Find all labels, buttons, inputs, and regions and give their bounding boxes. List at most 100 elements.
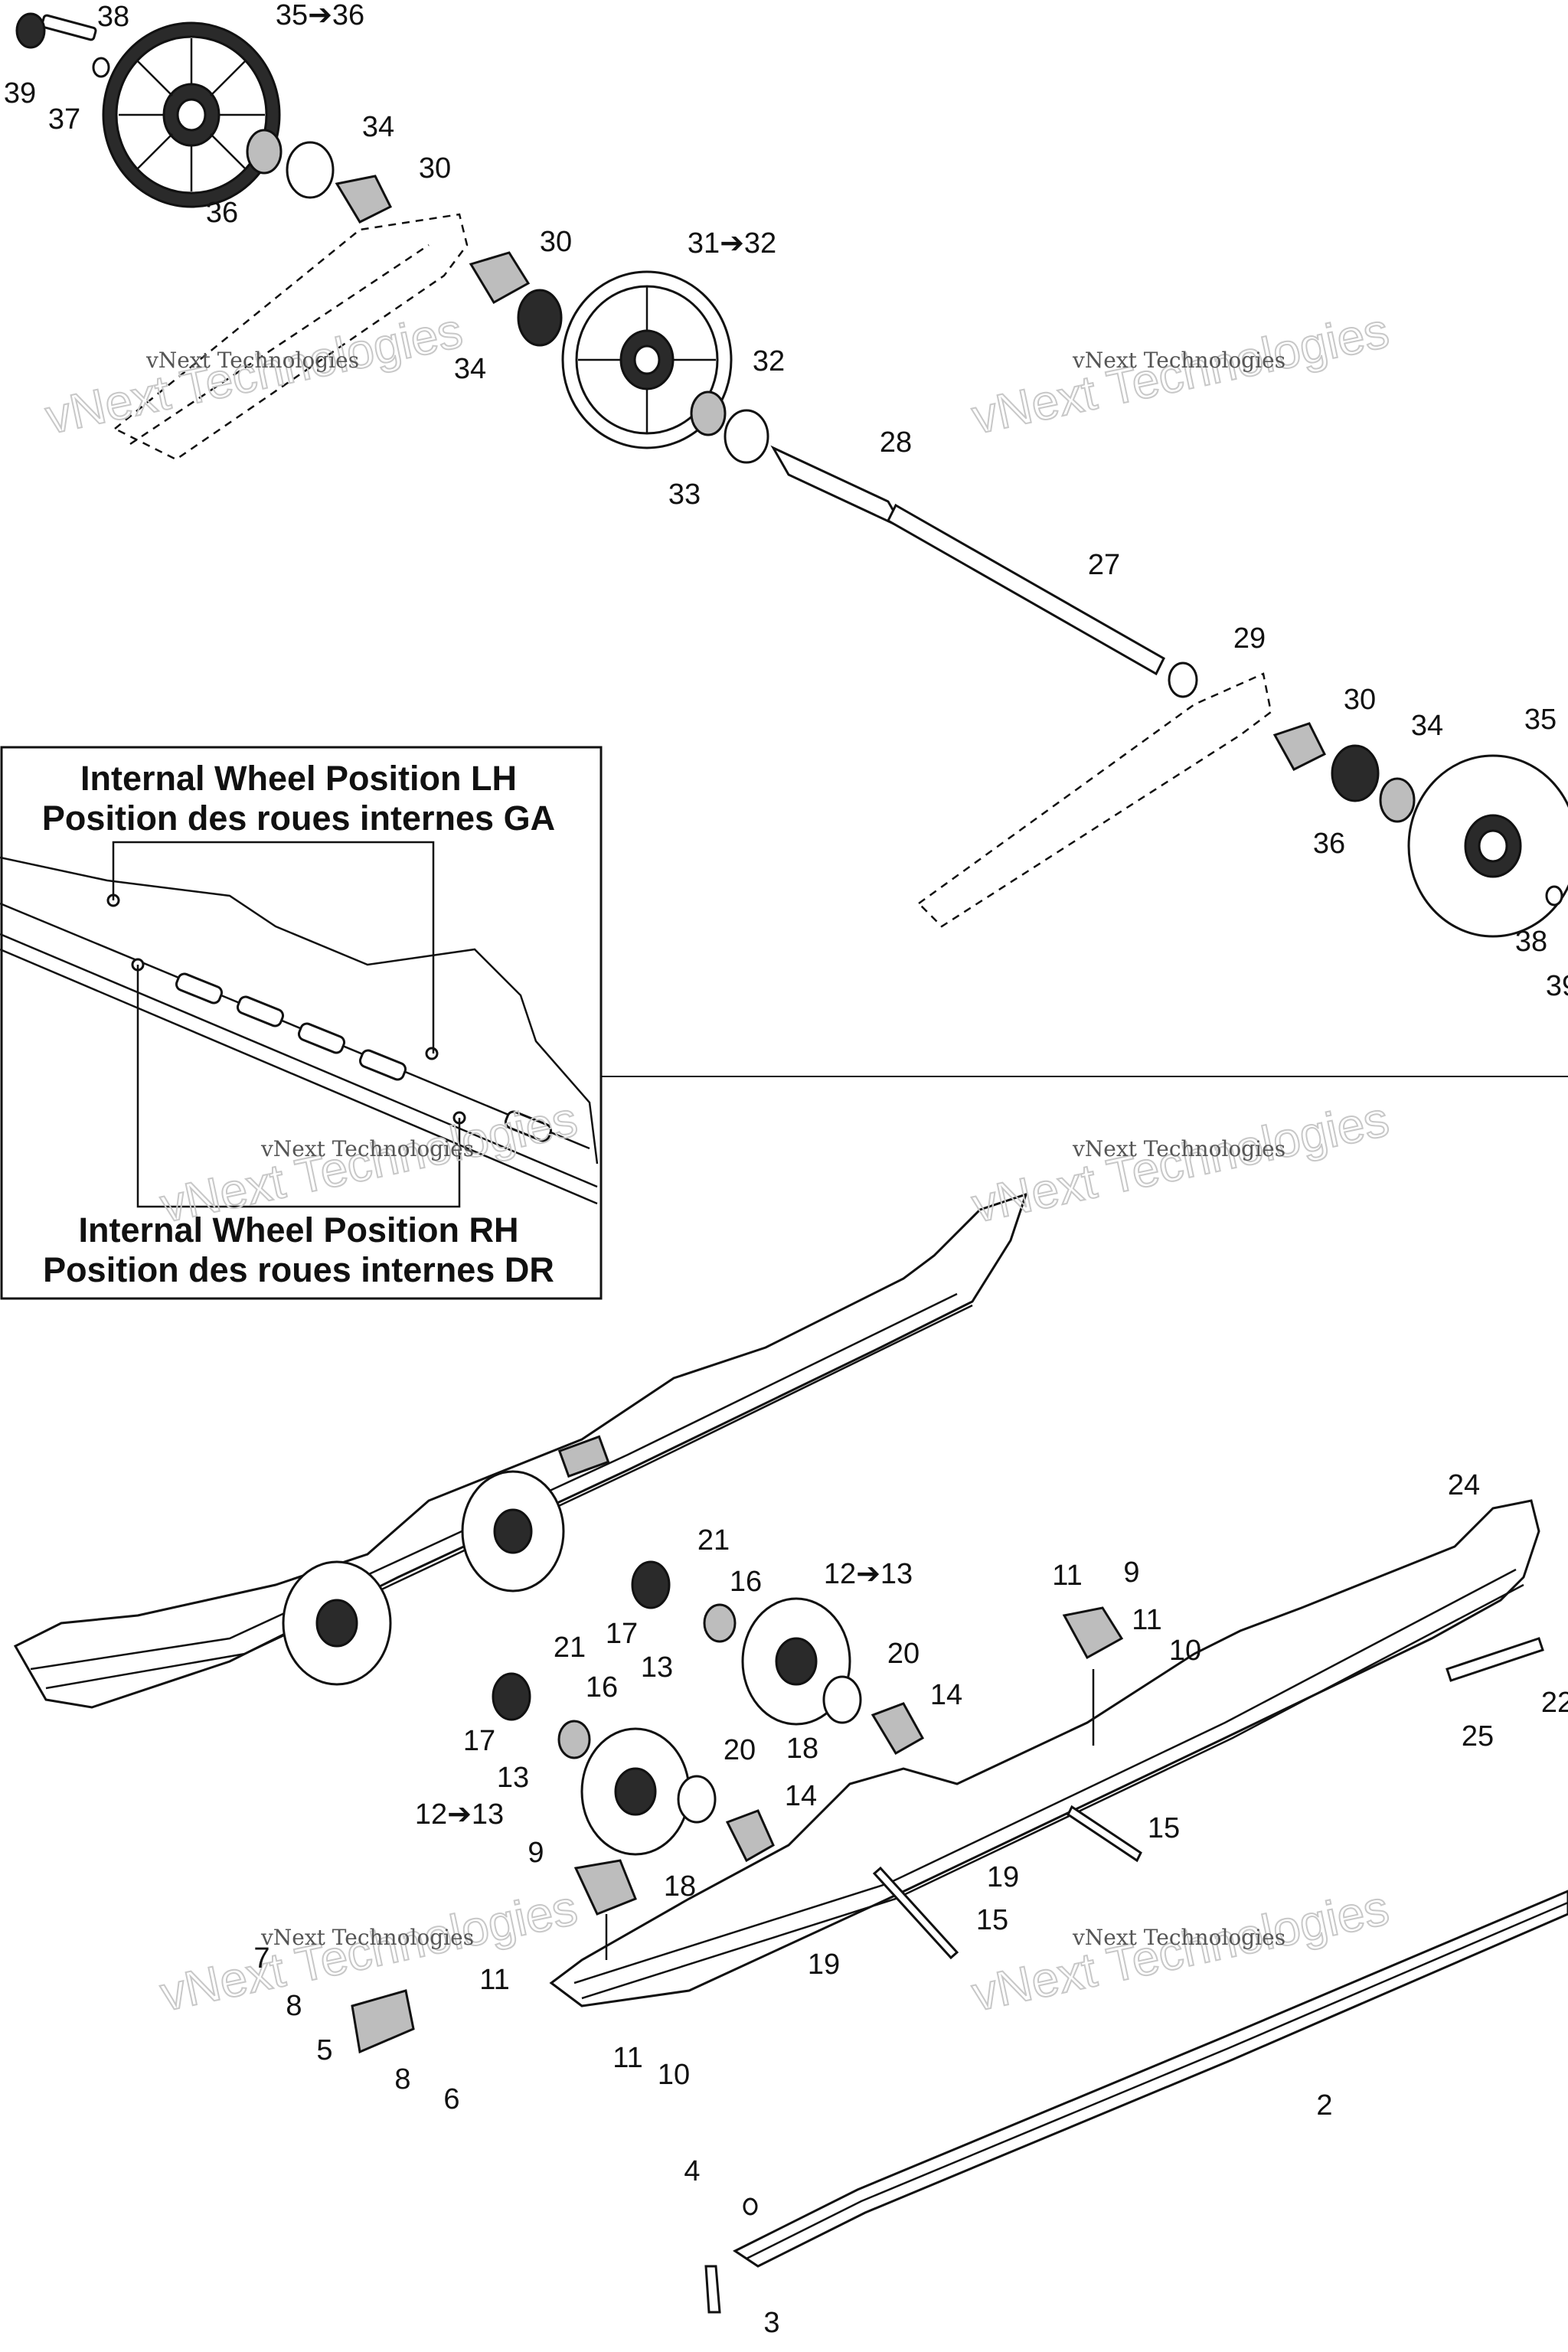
callout-c32: 32 xyxy=(753,345,785,377)
screw-3 xyxy=(704,2265,721,2314)
inset-title-rh-en: Internal Wheel Position RH xyxy=(78,1210,518,1250)
watermark-small-text: vNext Technologies xyxy=(260,1136,474,1161)
callout-c30b: 30 xyxy=(540,226,572,258)
callout-c36a: 36 xyxy=(206,197,238,229)
callout-c13b: 13 xyxy=(497,1762,529,1794)
callout-c33: 33 xyxy=(668,479,701,511)
callout-c21a: 21 xyxy=(697,1524,730,1557)
right-rear-rail xyxy=(917,672,1272,928)
spacer-34-right xyxy=(1331,744,1380,802)
spacer-34-top xyxy=(286,141,335,199)
callout-c18a: 18 xyxy=(786,1733,818,1765)
bearing-13-lower xyxy=(557,1720,591,1759)
inset-title-lh-fr: Position des roues internes GA xyxy=(42,799,555,838)
callout-c30a: 30 xyxy=(419,152,451,185)
left-rail-wheel-1 xyxy=(282,1560,392,1686)
bolt-15-upper xyxy=(1067,1805,1142,1863)
bearing-13-upper xyxy=(703,1603,737,1643)
callout-c5: 5 xyxy=(316,2034,332,2066)
callout-c14a: 14 xyxy=(930,1679,962,1711)
seal-21-upper xyxy=(631,1560,671,1609)
callout-c38a: 38 xyxy=(97,1,129,33)
bolt-15-lower xyxy=(872,1866,959,1960)
spacer-33 xyxy=(724,409,769,464)
lower-assembly xyxy=(13,1192,1568,2314)
callout-c8b: 8 xyxy=(394,2063,410,2096)
watermark-small-text: vNext Technologies xyxy=(260,1925,474,1950)
left-rail-slider-block xyxy=(557,1435,610,1478)
callout-c17b: 17 xyxy=(463,1725,495,1757)
callout-c34c: 34 xyxy=(1411,710,1443,742)
callout-c36b: 36 xyxy=(1313,828,1345,860)
idler-wheel-top-right xyxy=(1407,754,1568,938)
left-rail-wheel-2 xyxy=(461,1470,565,1592)
internal-wheel-position-inset: Internal Wheel Position LH Position des … xyxy=(0,746,603,1300)
callout-c24: 24 xyxy=(1448,1469,1480,1501)
callout-c34a: 34 xyxy=(362,111,394,143)
spacer-34-mid xyxy=(517,289,563,347)
wheel-axle-14-upper xyxy=(871,1702,925,1756)
slider-shoe-5 xyxy=(351,1989,415,2054)
callout-c14b: 14 xyxy=(785,1780,817,1812)
slide-2 xyxy=(733,1890,1568,2268)
callout-c37a: 37 xyxy=(48,103,80,136)
bearing-32 xyxy=(690,390,727,436)
watermark-small-text: vNext Technologies xyxy=(1072,348,1285,373)
callout-c11a: 11 xyxy=(1052,1560,1082,1592)
cap-39 xyxy=(15,12,46,49)
callout-c11c: 11 xyxy=(479,1964,509,1996)
bracket-9-upper xyxy=(1062,1606,1124,1660)
callout-c9a: 9 xyxy=(1123,1557,1139,1589)
watermark-large-text: vNext Technologies xyxy=(41,302,467,445)
callout-c6: 6 xyxy=(443,2083,459,2115)
watermark-large-text: vNext Technologies xyxy=(967,1091,1393,1233)
callout-c10b: 10 xyxy=(658,2059,690,2091)
bolt-38 xyxy=(41,14,97,41)
callout-c16a: 16 xyxy=(730,1566,762,1598)
callout-c29: 29 xyxy=(1233,622,1266,655)
callout-c10a: 10 xyxy=(1169,1635,1201,1667)
idler-wheel-top-left xyxy=(102,21,281,208)
bracket-9-lower xyxy=(573,1859,637,1916)
washer-29 xyxy=(1168,662,1198,698)
inner-wheel-lower xyxy=(580,1727,691,1856)
callout-c11d: 11 xyxy=(612,2042,642,2074)
inset-title-rh-fr: Position des roues internes DR xyxy=(43,1250,554,1289)
callout-c15b: 15 xyxy=(976,1904,1008,1936)
callout-c7: 7 xyxy=(253,1942,270,1975)
callout-c39b: 39 xyxy=(1546,970,1568,1002)
callout-c9b: 9 xyxy=(528,1837,544,1869)
seal-21-lower xyxy=(492,1672,531,1721)
washer-38-right xyxy=(1545,885,1563,906)
callout-c12b: 12➔13 xyxy=(415,1798,504,1831)
right-suspension-rail xyxy=(549,1499,1540,2007)
callout-c16b: 16 xyxy=(586,1671,618,1704)
top-assembly xyxy=(15,12,1568,938)
callout-c30c: 30 xyxy=(1344,684,1376,716)
callout-c17a: 17 xyxy=(606,1618,638,1650)
callout-c15a: 15 xyxy=(1148,1812,1180,1844)
nut-4 xyxy=(743,2197,758,2216)
bearing-36-top xyxy=(246,129,283,175)
callout-c35b: 35 xyxy=(1524,704,1557,736)
axle-27 xyxy=(887,503,1165,676)
bolt-25 xyxy=(1446,1637,1544,1682)
callout-c31: 31➔32 xyxy=(688,227,776,260)
callout-c18b: 18 xyxy=(664,1870,696,1903)
spacer-20-lower xyxy=(677,1775,717,1824)
callout-c19b: 19 xyxy=(808,1949,840,1981)
callout-c19a: 19 xyxy=(987,1861,1019,1893)
axle-sleeve-28 xyxy=(770,445,906,531)
bearing-36-right xyxy=(1379,777,1416,823)
watermark-small-text: vNext Technologies xyxy=(1072,1925,1285,1950)
watermark-small-text: vNext Technologies xyxy=(1072,1136,1285,1161)
inner-wheel-upper xyxy=(741,1597,851,1726)
callout-c39a: 39 xyxy=(4,77,36,109)
callout-c11b: 11 xyxy=(1132,1604,1161,1636)
hub-30-mid xyxy=(469,251,531,305)
watermark-large-text: vNext Technologies xyxy=(967,302,1393,445)
callout-c22: 22 xyxy=(1541,1687,1568,1719)
spacer-20-upper xyxy=(822,1675,862,1724)
